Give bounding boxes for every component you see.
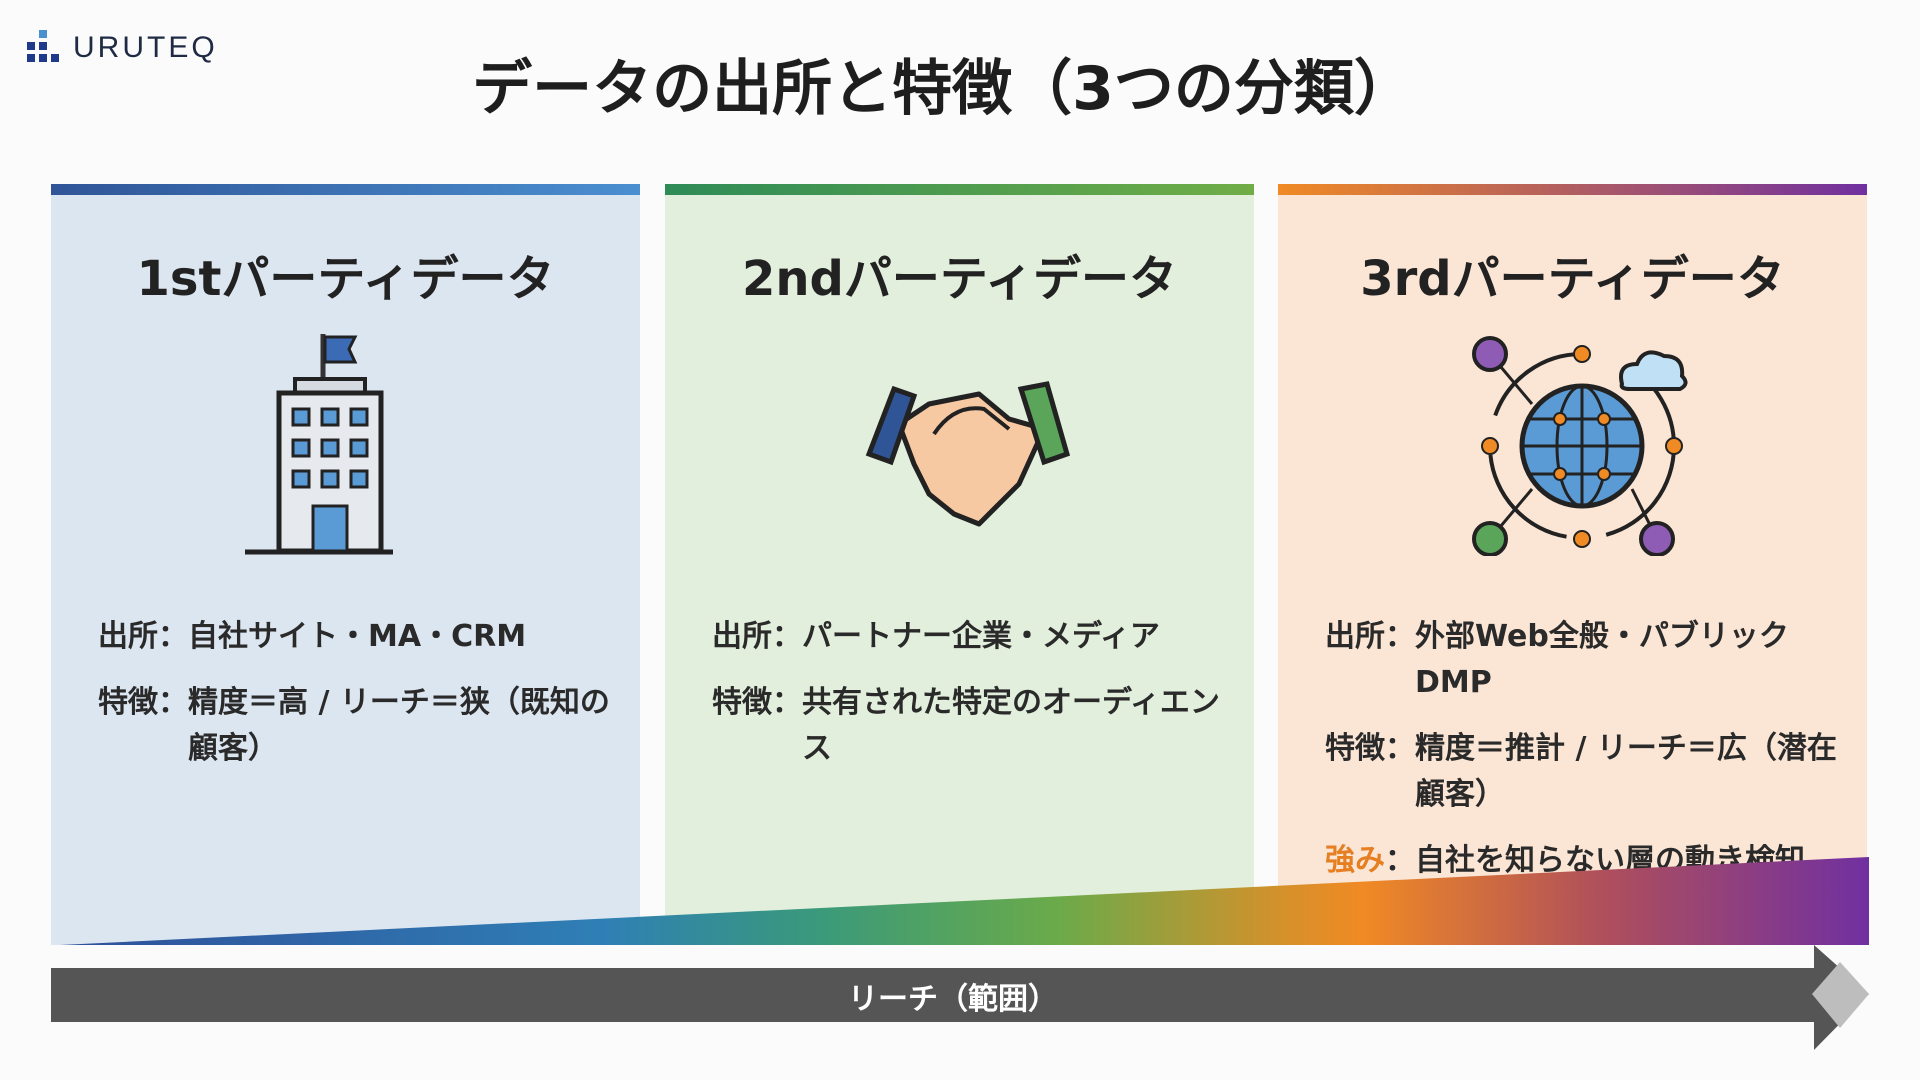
handshake-icon — [865, 381, 1071, 527]
page-title: データの出所と特徴（3つの分類） — [472, 54, 1414, 124]
panel-title: 1stパーティデータ — [136, 251, 555, 307]
feature-row: 特徴：精度＝推計 / リーチ＝広（潜在顧客） — [1325, 731, 1837, 812]
logo: URUTEQ — [27, 30, 218, 66]
reach-axis-label: リーチ（範囲） — [848, 982, 1058, 1017]
strength-row: 強み：自社を知らない層の動き検知 — [1325, 838, 1847, 884]
office-building-icon — [245, 334, 393, 555]
panel-1st-party: 1stパーティデータ 出所：自社サイト・MA・CRM 特徴：精度＝高 / リーチ… — [51, 184, 640, 945]
strength-label: 強み — [1325, 843, 1385, 878]
source-row: 出所：パートナー企業・メディア — [712, 619, 1160, 654]
panel-top-bar — [51, 184, 640, 195]
feature-row: 特徴：精度＝高 / リーチ＝狭（既知の顧客） — [98, 685, 610, 766]
panel-title: 2ndパーティデータ — [741, 251, 1178, 307]
network-globe-icon — [1472, 336, 1688, 556]
source-row: 出所：自社サイト・MA・CRM — [98, 619, 527, 654]
feature-row: 特徴：共有された特定のオーディエンス — [712, 685, 1220, 766]
logo-blocks-icon — [27, 30, 59, 62]
panel-top-bar — [665, 184, 1254, 195]
panel-title: 3rdパーティデータ — [1360, 251, 1785, 307]
logo-text: URUTEQ — [73, 31, 218, 64]
source-row: 出所：外部Web全般・パブリックDMP — [1325, 619, 1789, 700]
panel-2nd-party: 2ndパーティデータ 出所：パートナー企業・メディア 特徴：共有された特定のオー… — [665, 184, 1254, 945]
panel-top-bar — [1278, 184, 1867, 195]
panel-3rd-party: 3rdパーティデータ 出所：外部Web全般・パブリックDMP 特徴：精度＝推計 … — [1278, 184, 1867, 945]
